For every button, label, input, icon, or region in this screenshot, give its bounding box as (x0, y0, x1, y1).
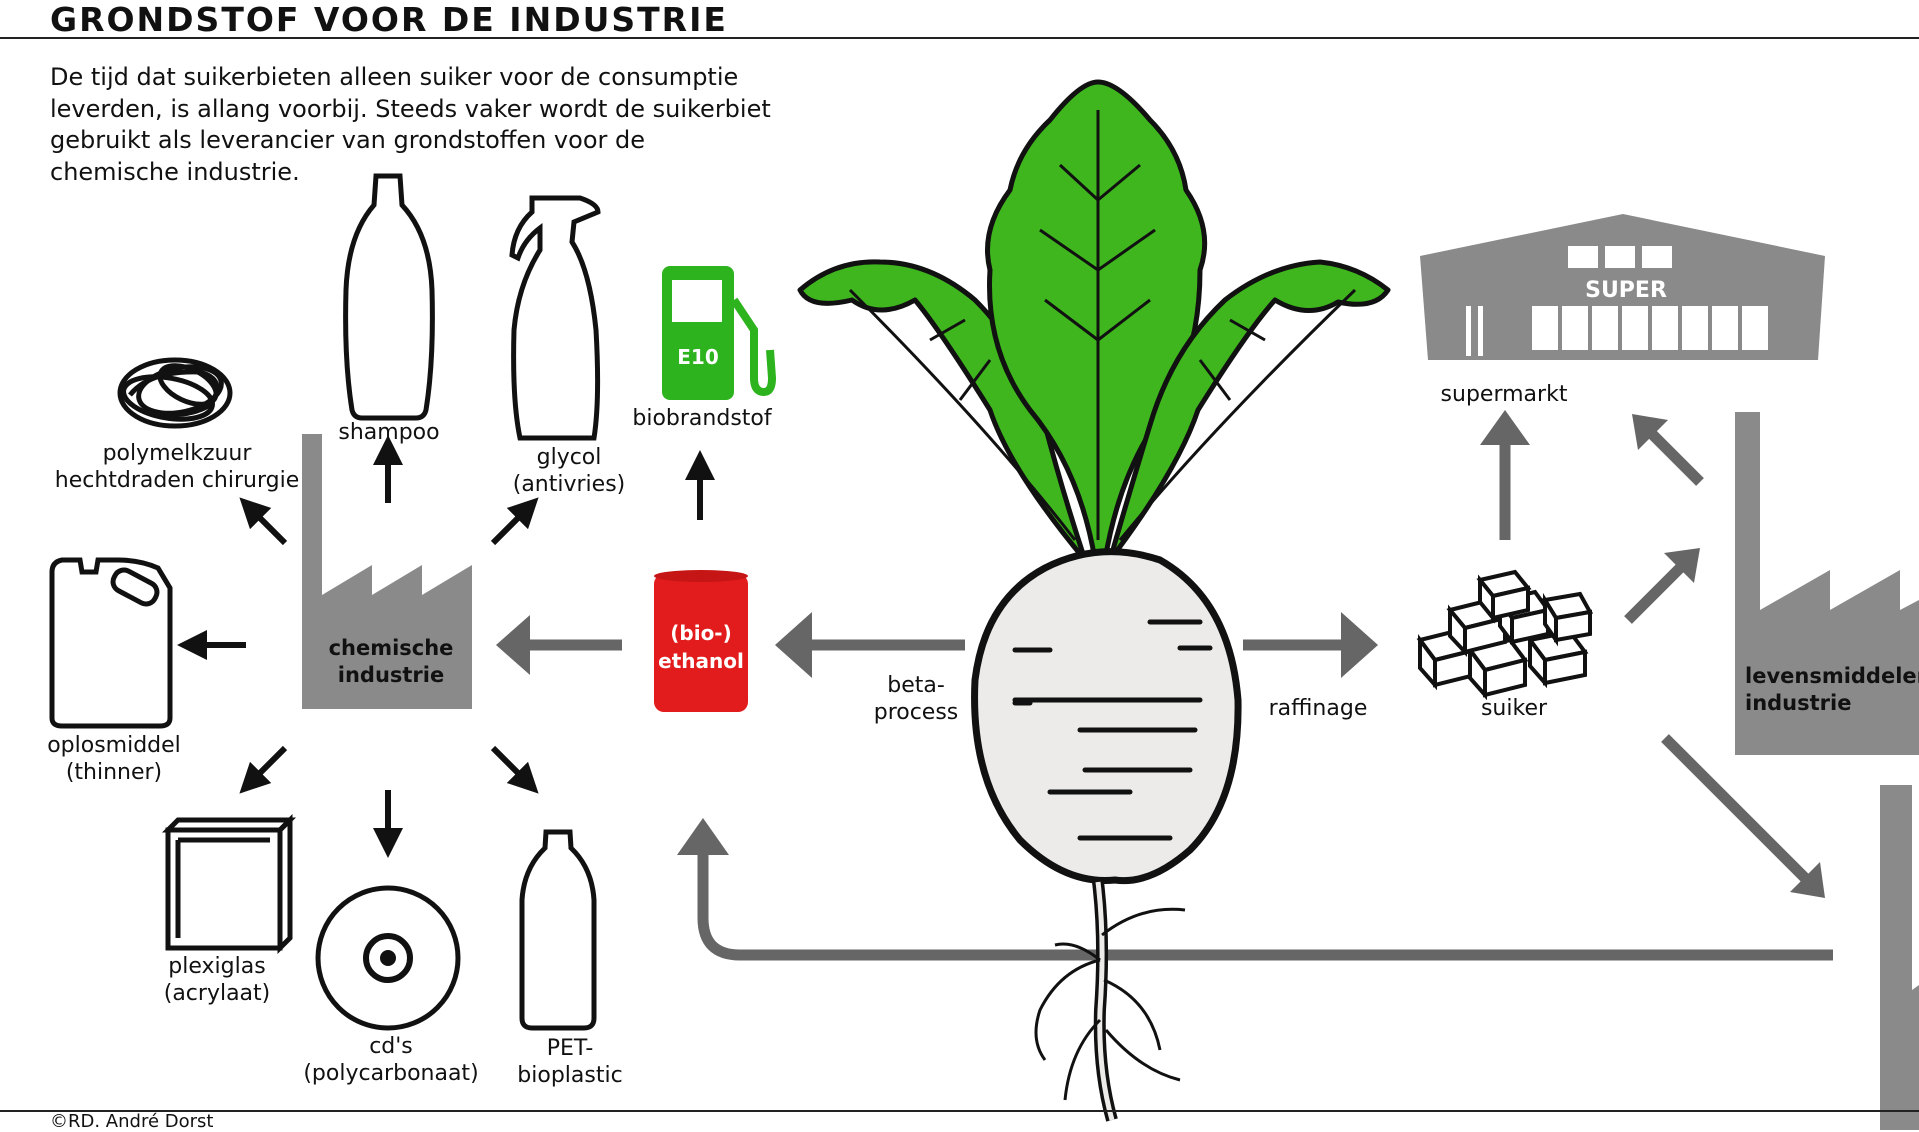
label-supermarkt: supermarkt (1440, 382, 1568, 407)
sugar-cubes-icon (1416, 569, 1594, 701)
label-cds: cd's(polycarbonaat) (303, 1034, 479, 1086)
label-raffinage: raffinage (1268, 696, 1368, 721)
food-factory-icon-lower (1880, 785, 1919, 1130)
supermarket-icon: SUPER (1420, 214, 1825, 360)
label-shampoo: shampoo (338, 420, 440, 445)
label-oplosmiddel: oplosmiddel(thinner) (47, 733, 181, 785)
flow-arrowheads (496, 410, 1825, 898)
spray-bottle-icon (509, 195, 601, 441)
barrel-label-1: (bio-) (670, 621, 732, 645)
label-suiker: suiker (1480, 696, 1548, 721)
label-glycol: glycol(antivries) (512, 445, 626, 497)
jerrycan-icon (49, 557, 173, 729)
label-beta-process: beta-process (873, 673, 959, 725)
page-title: GRONDSTOF VOOR DE INDUSTRIE (50, 0, 728, 39)
barrel-label-2: ethanol (658, 649, 744, 673)
beet-leaves-icon (797, 79, 1391, 563)
pet-bottle-icon (519, 829, 597, 1031)
sugar-beet-icon (971, 548, 1242, 1122)
label-biobrandstof: biobrandstof (632, 406, 772, 431)
flow-arrows (512, 426, 1833, 961)
cd-disc-icon (315, 885, 461, 1031)
intro-text: De tijd dat suikerbieten alleen suiker v… (50, 63, 771, 186)
label-plexiglas: plexiglas(acrylaat) (163, 954, 271, 1006)
footer-divider (0, 1110, 1919, 1112)
tangled-thread-icon (117, 357, 233, 429)
fuel-code: E10 (677, 345, 719, 369)
food-factory-icon (1735, 412, 1919, 755)
barrel-icon: (bio-) ethanol (654, 570, 748, 712)
supermarket-sign: SUPER (1585, 278, 1667, 303)
fuel-pump-icon: E10 (662, 266, 777, 400)
product-arrows (177, 435, 715, 858)
header-divider (0, 37, 1919, 39)
factory-icon (302, 434, 472, 709)
label-pet: PET-bioplastic (517, 1036, 623, 1088)
plexiglass-pane-icon (161, 813, 297, 955)
shampoo-bottle-icon (343, 173, 435, 421)
credit-text: ©RD. André Dorst (50, 1111, 214, 1132)
